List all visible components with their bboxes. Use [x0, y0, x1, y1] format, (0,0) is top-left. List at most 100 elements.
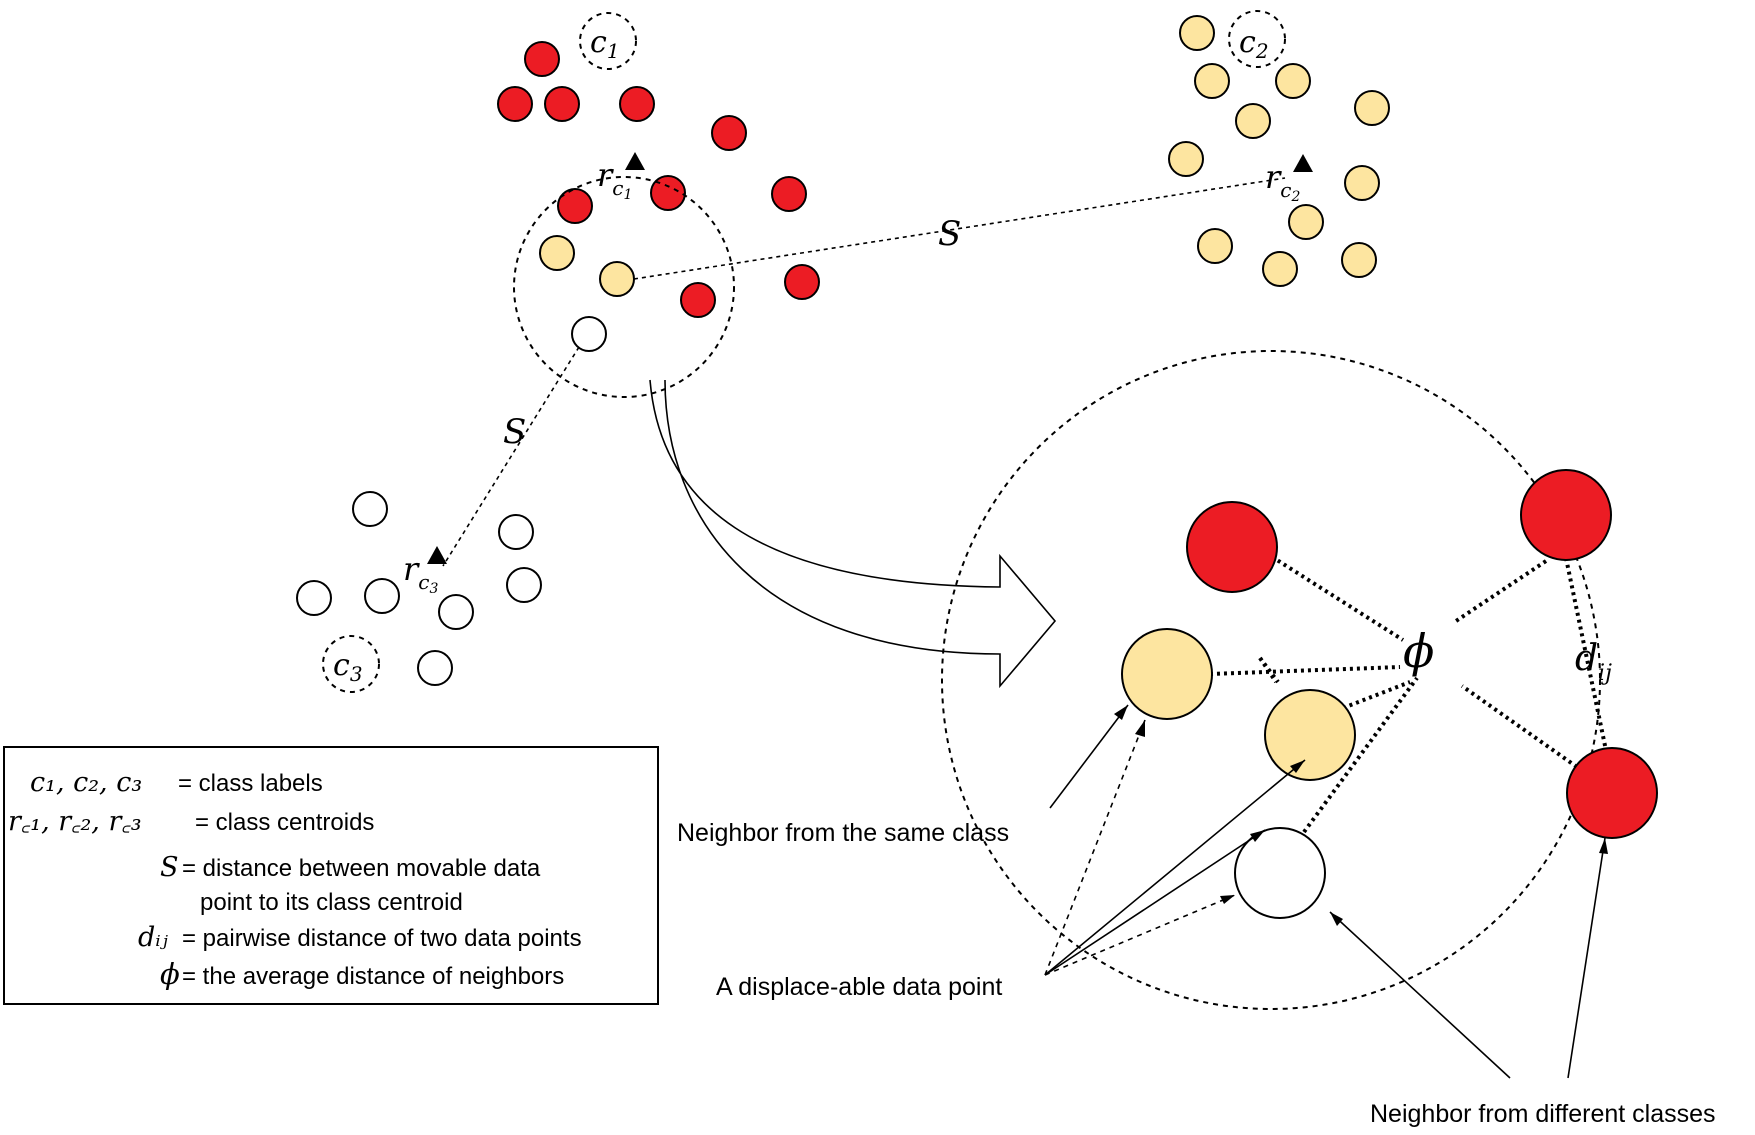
data-point-red [497, 86, 533, 122]
data-point-yellow [1168, 141, 1204, 177]
distance-label-s-left: S [503, 412, 526, 452]
legend: c₁, c₂, c₃ = class labels r꜀₁, r꜀₂, r꜀₃ … [3, 746, 659, 1005]
link-red-top-right [1451, 559, 1548, 625]
data-point-white [438, 594, 474, 630]
data-point-white [352, 491, 388, 527]
class-label-circle [579, 12, 637, 70]
class-label-circle [1228, 10, 1286, 68]
legend-symbol-centroids: r꜀₁, r꜀₂, r꜀₃ [8, 806, 142, 837]
data-point-red [524, 41, 560, 77]
data-point-red [784, 264, 820, 300]
data-point-yellow [539, 235, 575, 271]
neighborhood-circle-small [513, 176, 735, 398]
legend-text-centroids: = class centroids [195, 809, 374, 836]
class-label-c3: c3 [333, 648, 363, 686]
neighborhood-circle-zoomed [941, 350, 1601, 1010]
class-3-cluster [296, 491, 542, 693]
arrowhead [1330, 912, 1343, 926]
legend-text-phi: = the average distance of neighbors [182, 963, 564, 990]
arrow-different-1 [1329, 911, 1511, 1079]
class-label-c1: c1 [590, 25, 620, 63]
data-point-yellow [1179, 15, 1215, 51]
legend-text-class-labels: = class labels [178, 770, 323, 797]
data-point-red [650, 175, 686, 211]
legend-text-dij: = pairwise distance of two data points [182, 925, 582, 952]
annotation-arrows [1044, 704, 1608, 1079]
arrow-displaceable-2 [1044, 759, 1306, 976]
distance-line-s-to-c2 [633, 177, 1286, 280]
arrowhead [1290, 760, 1305, 773]
class-label-circle [322, 635, 380, 693]
arrow-displaceable-3 [1044, 829, 1266, 976]
data-point-yellow [1344, 165, 1380, 201]
displaceable-point-white [571, 316, 607, 352]
data-point-red [557, 188, 593, 224]
arrowhead [1250, 830, 1265, 842]
data-point-yellow [1288, 204, 1324, 240]
arrow-displaceable-1 [1044, 719, 1146, 976]
legend-text-s: = distance between movable data [182, 855, 541, 882]
link-yellow-left [1209, 665, 1401, 676]
arrowhead [1220, 895, 1235, 904]
zoomed-white [1234, 827, 1326, 919]
arrow-same-class [1049, 704, 1129, 809]
centroid-triangle-c3 [427, 546, 447, 564]
centroid-label-rc3: rc3 [403, 550, 439, 597]
centroid-label-rc2: rc2 [1265, 158, 1301, 205]
class-1-cluster [497, 12, 820, 398]
zoom-arrow [649, 379, 1057, 689]
annotation-displaceable: A displace-able data point [716, 973, 1002, 1001]
data-point-red [711, 115, 747, 151]
displaceable-point-yellow [599, 261, 635, 297]
data-point-red [680, 282, 716, 318]
data-point-red [619, 86, 655, 122]
zoomed-red-bottom [1566, 747, 1658, 839]
zoomed-red-top-right [1520, 469, 1612, 561]
legend-symbol-phi: ϕ [160, 957, 180, 991]
data-point-white [364, 578, 400, 614]
dij-label: dij [1575, 638, 1612, 686]
arrow-displaceable-4 [1044, 894, 1236, 976]
data-point-white [417, 650, 453, 686]
link-red-top-left [1264, 551, 1405, 642]
data-point-yellow [1275, 63, 1311, 99]
centroid-triangle-c1 [625, 152, 645, 170]
legend-text-s-cont: point to its class centroid [200, 889, 463, 916]
class-label-c2: c2 [1239, 25, 1269, 63]
distance-label-s-top: S [938, 214, 961, 254]
legend-symbol-class-labels: c₁, c₂, c₃ [30, 767, 142, 798]
data-point-yellow [1262, 251, 1298, 287]
legend-symbol-s: S [160, 852, 179, 883]
link-red-top-left [1258, 656, 1280, 684]
legend-symbol-dij: dᵢⱼ [138, 922, 169, 953]
centroid-triangle-c2 [1293, 154, 1313, 172]
data-point-white [498, 514, 534, 550]
data-point-red [771, 176, 807, 212]
zoomed-yellow-mid [1264, 689, 1356, 781]
data-point-yellow [1194, 63, 1230, 99]
annotation-different-classes: Neighbor from different classes [1370, 1100, 1716, 1128]
data-point-red [544, 86, 580, 122]
data-point-yellow [1341, 242, 1377, 278]
data-point-yellow [1235, 103, 1271, 139]
data-point-white [296, 580, 332, 616]
centroid-label-rc1: rc1 [597, 156, 632, 203]
class-2-cluster [1168, 10, 1390, 287]
data-point-yellow [1354, 90, 1390, 126]
phi-label: ϕ [1403, 624, 1434, 678]
link-red-bottom [1460, 684, 1579, 769]
arrow-different-2 [1567, 837, 1606, 1079]
arrowhead [1135, 720, 1145, 737]
zoomed-yellow-left [1121, 628, 1213, 720]
neighbor-links [1209, 551, 1610, 834]
annotation-same-class: Neighbor from the same class [677, 819, 1009, 847]
data-point-yellow [1197, 228, 1233, 264]
legend-box [3, 746, 659, 1005]
distance-line-s-to-c3 [442, 346, 580, 567]
arrowhead [1599, 838, 1608, 854]
zoomed-red-top-left [1186, 501, 1278, 593]
data-point-white [506, 567, 542, 603]
link-yellow-mid [1342, 680, 1411, 710]
arrowhead [1114, 705, 1128, 720]
